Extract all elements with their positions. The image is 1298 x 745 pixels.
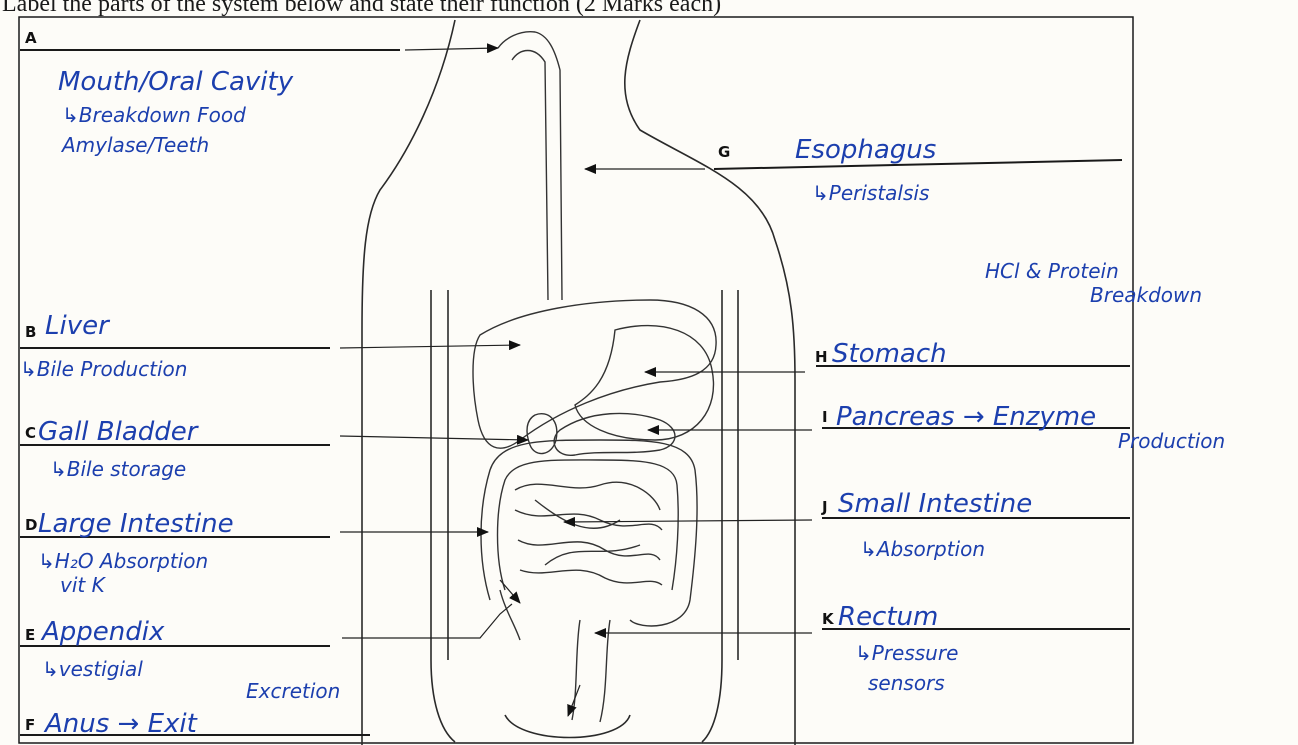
answer-h-name: Stomach bbox=[832, 339, 947, 369]
part-letter-d: D bbox=[25, 516, 37, 534]
answer-c-name: Gall Bladder bbox=[38, 417, 200, 447]
answer-i-function: Production bbox=[1118, 429, 1225, 453]
answer-j-name: Small Intestine bbox=[838, 489, 1032, 519]
answer-g-name: Esophagus bbox=[795, 135, 936, 165]
liver-outline bbox=[473, 300, 716, 448]
answer-d-extra: vit K bbox=[60, 573, 107, 597]
answer-d-name: Large Intestine bbox=[38, 509, 234, 539]
part-letter-e: E bbox=[25, 626, 35, 644]
answer-b-function: ↳Bile Production bbox=[20, 357, 187, 381]
answer-k-name: Rectum bbox=[838, 602, 938, 632]
answer-e-function: ↳vestigial bbox=[42, 657, 143, 681]
pointer-arrows bbox=[340, 48, 812, 716]
part-letter-a: A bbox=[25, 29, 37, 47]
part-letter-h: H bbox=[815, 348, 828, 366]
answer-h-extra: Breakdown bbox=[1090, 283, 1202, 307]
answer-a-extra: Amylase/Teeth bbox=[60, 133, 209, 157]
answer-k-extra: sensors bbox=[868, 671, 945, 695]
rectum-outline bbox=[572, 620, 610, 722]
answer-e-name: Appendix bbox=[40, 617, 165, 647]
part-letter-f: F bbox=[25, 716, 35, 734]
answer-f-extra: Excretion bbox=[246, 679, 340, 703]
part-letter-i: I bbox=[822, 408, 828, 426]
answer-i-name: Pancreas → Enzyme bbox=[836, 402, 1096, 432]
pancreas-outline bbox=[554, 413, 675, 455]
answer-g-function: ↳Peristalsis bbox=[812, 181, 929, 205]
gall-bladder-outline bbox=[527, 414, 557, 454]
small-intestine-outline bbox=[515, 482, 662, 585]
part-letter-c: C bbox=[25, 424, 36, 442]
part-letter-k: K bbox=[822, 610, 835, 628]
part-letter-g: G bbox=[718, 143, 730, 161]
answer-f-name: Anus → Exit bbox=[43, 709, 198, 739]
answer-c-function: ↳Bile storage bbox=[50, 457, 186, 481]
handwritten-answers: Mouth/Oral Cavity ↳Breakdown Food Amylas… bbox=[20, 67, 1225, 739]
part-letter-b: B bbox=[25, 323, 36, 341]
answer-a-name: Mouth/Oral Cavity bbox=[58, 67, 294, 97]
answer-b-name: Liver bbox=[45, 311, 111, 341]
stomach-outline bbox=[575, 326, 713, 440]
answer-d-function: ↳H₂O Absorption bbox=[38, 549, 208, 573]
answer-a-function: ↳Breakdown Food bbox=[62, 103, 246, 127]
answer-j-function: ↳Absorption bbox=[860, 537, 985, 561]
appendix-outline bbox=[500, 590, 520, 640]
answer-h-function: HCl & Protein bbox=[985, 259, 1119, 283]
esophagus-outline bbox=[498, 32, 562, 300]
answer-k-function: ↳Pressure bbox=[855, 641, 958, 665]
part-letter-j: J bbox=[821, 498, 828, 516]
